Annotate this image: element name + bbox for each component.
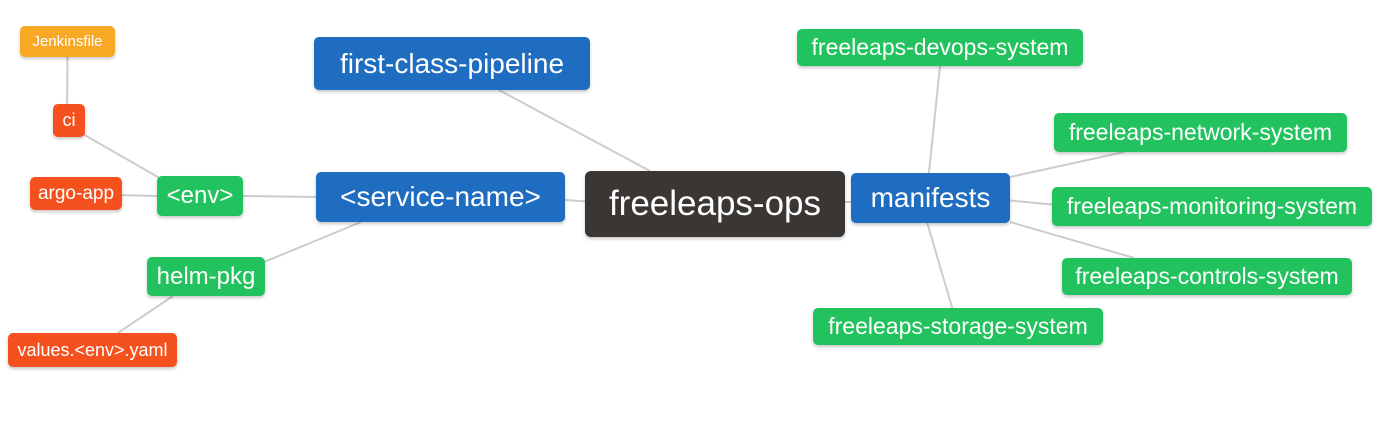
node-freeleaps-ops[interactable]: freeleaps-ops: [585, 171, 845, 237]
node-env[interactable]: <env>: [157, 176, 243, 216]
node-freeleaps-monitoring-system[interactable]: freeleaps-monitoring-system: [1052, 187, 1372, 226]
node-values-env-yaml[interactable]: values.<env>.yaml: [8, 333, 177, 367]
node-first-class-pipeline[interactable]: first-class-pipeline: [314, 37, 590, 90]
node-jenkinsfile[interactable]: Jenkinsfile: [20, 26, 115, 57]
node-helm-pkg[interactable]: helm-pkg: [147, 257, 265, 296]
node-service-name[interactable]: <service-name>: [316, 172, 565, 222]
node-argo-app[interactable]: argo-app: [30, 177, 122, 210]
node-manifests[interactable]: manifests: [851, 173, 1010, 223]
node-freeleaps-controls-system[interactable]: freeleaps-controls-system: [1062, 258, 1352, 295]
node-ci[interactable]: ci: [53, 104, 85, 137]
node-freeleaps-network-system[interactable]: freeleaps-network-system: [1054, 113, 1347, 152]
node-freeleaps-storage-system[interactable]: freeleaps-storage-system: [813, 308, 1103, 345]
node-freeleaps-devops-system[interactable]: freeleaps-devops-system: [797, 29, 1083, 66]
